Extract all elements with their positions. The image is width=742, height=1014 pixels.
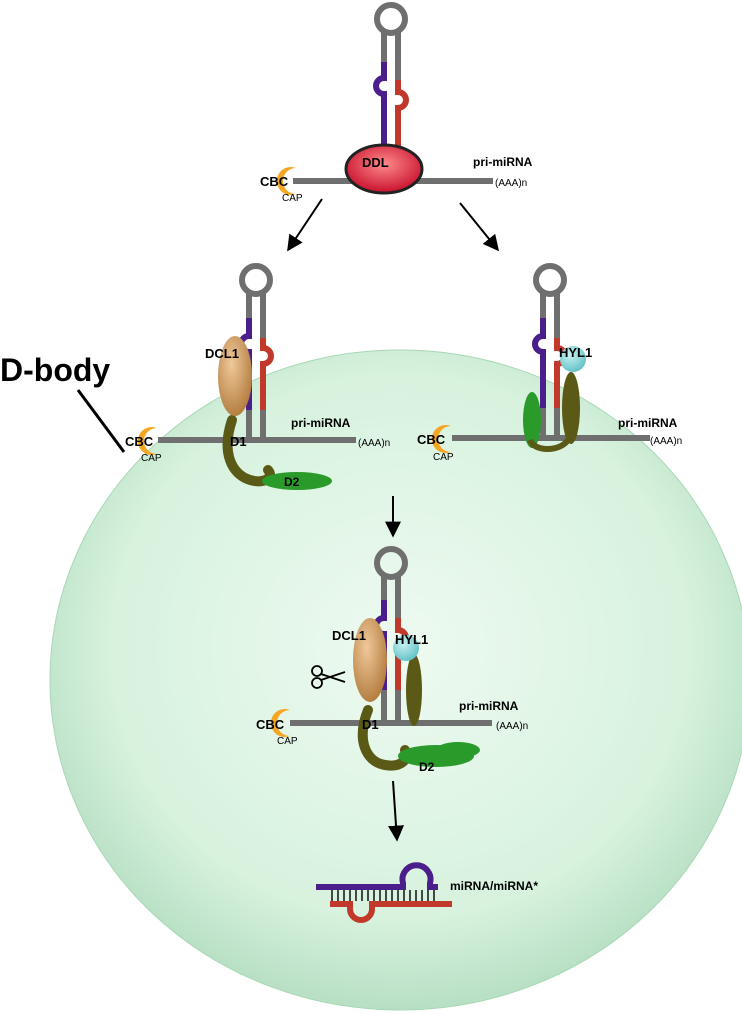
- hyl1-label: HYL1: [559, 345, 592, 360]
- cbc-cap-protein: [137, 427, 157, 455]
- d2-domain: [262, 472, 332, 490]
- cbc-label: CBC: [260, 174, 289, 189]
- d1-label: D1: [230, 434, 247, 449]
- polya-label: (AAA)n: [495, 178, 527, 189]
- cap-label: CAP: [277, 736, 298, 747]
- d-body-pointer: [76, 389, 126, 453]
- polya-label: (AAA)n: [650, 436, 682, 447]
- hyl1-label: HYL1: [395, 632, 428, 647]
- d2-label: D2: [419, 760, 435, 774]
- dcl1-protein: [353, 618, 387, 702]
- pri-mirna-label: pri-miRNA: [473, 155, 533, 169]
- dcl1-label: DCL1: [332, 628, 366, 643]
- cbc-cap-protein: [431, 425, 451, 454]
- cap-label: CAP: [433, 452, 454, 463]
- pri-mirna-label: pri-miRNA: [618, 416, 678, 430]
- scissors-icon: [311, 665, 346, 689]
- cbc-cap-protein: [270, 708, 290, 738]
- polya-label: (AAA)n: [496, 721, 528, 732]
- d2-label: D2: [284, 475, 300, 489]
- arrow-to-dcl1: [287, 198, 323, 252]
- cbc-cap-protein: [276, 167, 296, 195]
- d-body-label: D-body: [0, 352, 110, 388]
- dcl1-label: DCL1: [205, 346, 239, 361]
- cap-label: CAP: [282, 193, 303, 204]
- mirna-strand: [316, 862, 438, 890]
- hyl1-protein: [560, 346, 586, 372]
- cbc-label: CBC: [256, 717, 285, 732]
- arrow-to-duplex: [388, 780, 405, 842]
- cbc-label: CBC: [417, 432, 446, 447]
- pri-mirna-label: pri-miRNA: [459, 699, 519, 713]
- mirna-star-strand: [330, 901, 452, 923]
- cap-label: CAP: [141, 453, 162, 464]
- ddl-label: DDL: [362, 155, 389, 170]
- dcl1-hyl1-complex: D2 DCL1 HYL1 D1 CBC CAP pri-miRNA (AAA)n: [256, 546, 528, 774]
- hyl1-complex: HYL1 CBC CAP pri-miRNA (AAA)n: [417, 263, 682, 463]
- d1-label: D1: [362, 717, 379, 732]
- d1-tail: [406, 654, 422, 726]
- hyl1-protein: [393, 635, 419, 661]
- ddl-protein: [344, 143, 424, 195]
- d2-domain: [523, 392, 541, 448]
- dcl1-complex: D2 DCL1 D1 CBC CAP pri-miRNA (AAA)n: [125, 263, 390, 490]
- ddl-complex: DDL CBC CAP pri-miRNA (AAA)n: [260, 2, 533, 204]
- mirna-duplex: miRNA/miRNA*: [316, 862, 538, 923]
- polya-label: (AAA)n: [358, 438, 390, 449]
- pri-mirna-label: pri-miRNA: [291, 416, 351, 430]
- d1-domain: [562, 372, 580, 444]
- arrow-to-hyl1: [459, 202, 500, 252]
- duplex-label: miRNA/miRNA*: [450, 879, 538, 893]
- cbc-label: CBC: [125, 434, 154, 449]
- dcl1-protein: [218, 336, 252, 416]
